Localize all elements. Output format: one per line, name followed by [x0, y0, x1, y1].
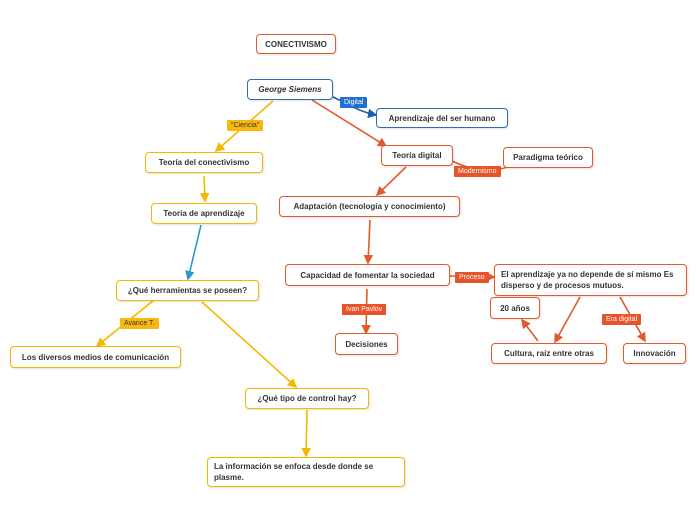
label-modernismo: Modernismo	[454, 166, 501, 177]
link-aprendizaje-herramientas	[185, 224, 202, 281]
node-decisiones-text: Decisiones	[345, 339, 388, 349]
node-teoria-digital-text: Teoría digital	[392, 151, 442, 160]
node-george-siemens[interactable]: George Siemens	[247, 79, 333, 100]
node-aprendizaje-ser-humano-text: Aprendizaje del ser humano	[388, 113, 496, 123]
node-teoria-conectivismo[interactable]: Teoría del conectivismo	[145, 152, 263, 173]
node-medios-text: Los diversos medios de comunicación	[21, 352, 170, 362]
label-era-digital: Era digital	[602, 314, 642, 325]
node-medios[interactable]: Los diversos medios de comunicación	[10, 346, 181, 368]
node-conectivismo[interactable]: CONECTIVISMO	[256, 34, 336, 54]
node-capacidad[interactable]: Capacidad de fomentar la sociedad	[285, 264, 450, 286]
node-innovacion-text: Innovación	[633, 349, 676, 358]
node-adaptacion[interactable]: Adaptación (tecnología y conocimiento)	[279, 196, 460, 217]
link-digital-adaptacion	[375, 166, 407, 197]
link-siemens-teoria-digital	[311, 99, 388, 147]
node-teoria-aprendizaje[interactable]: Teoría de aprendizaje	[151, 203, 257, 224]
node-herramientas-text: ¿Qué herramientas se poseen?	[127, 286, 248, 295]
node-cultura-text: Cultura, raíz entre otras	[504, 349, 594, 358]
node-cultura[interactable]: Cultura, raíz entre otras	[491, 343, 607, 364]
node-20-anos-text: 20 años	[500, 303, 530, 313]
label-digital: Digital	[340, 97, 368, 108]
node-adaptacion-text: Adaptación (tecnología y conocimiento)	[293, 202, 446, 211]
node-aprendizaje-no-depende-text: El aprendizaje ya no depende de sí mismo…	[501, 270, 674, 290]
label-ciencia: "Ciencia"	[227, 120, 264, 131]
node-informacion[interactable]: La información se enfoca desde donde se …	[207, 457, 405, 487]
link-adaptacion-capacidad	[363, 219, 374, 265]
node-herramientas[interactable]: ¿Qué herramientas se poseen?	[116, 280, 259, 301]
node-paradigma-teorico-text: Paradigma teórico	[513, 153, 583, 162]
node-conectivismo-text: CONECTIVISMO	[265, 39, 327, 49]
link-aprendizaje-cultura	[554, 296, 581, 344]
node-tipo-control[interactable]: ¿Qué tipo de control hay?	[245, 388, 369, 409]
link-conectivismo-aprendizaje	[199, 175, 210, 203]
label-ivan-pavlov: Ivan Pavlov	[342, 304, 387, 315]
node-george-siemens-text: George Siemens	[258, 85, 322, 94]
node-aprendizaje-no-depende[interactable]: El aprendizaje ya no depende de sí mismo…	[494, 264, 687, 296]
node-informacion-text: La información se enfoca desde donde se …	[214, 462, 374, 482]
node-teoria-aprendizaje-text: Teoría de aprendizaje	[163, 209, 245, 218]
label-proceso: Proceso	[455, 272, 489, 283]
node-aprendizaje-ser-humano[interactable]: Aprendizaje del ser humano	[376, 108, 508, 128]
label-avance: Avance T.	[120, 318, 159, 329]
node-tipo-control-text: ¿Qué tipo de control hay?	[257, 394, 357, 403]
node-decisiones[interactable]: Decisiones	[335, 333, 398, 355]
node-teoria-digital[interactable]: Teoría digital	[381, 145, 453, 166]
node-paradigma-teorico[interactable]: Paradigma teórico	[503, 147, 593, 168]
node-innovacion[interactable]: Innovación	[623, 343, 686, 364]
node-20-anos[interactable]: 20 años	[490, 297, 540, 319]
link-control-informacion	[301, 409, 311, 458]
node-teoria-conectivismo-text: Teoría del conectivismo	[158, 158, 250, 167]
link-cultura-20anos	[521, 318, 539, 342]
node-capacidad-text: Capacidad de fomentar la sociedad	[300, 270, 435, 280]
link-herramientas-control	[201, 301, 298, 389]
